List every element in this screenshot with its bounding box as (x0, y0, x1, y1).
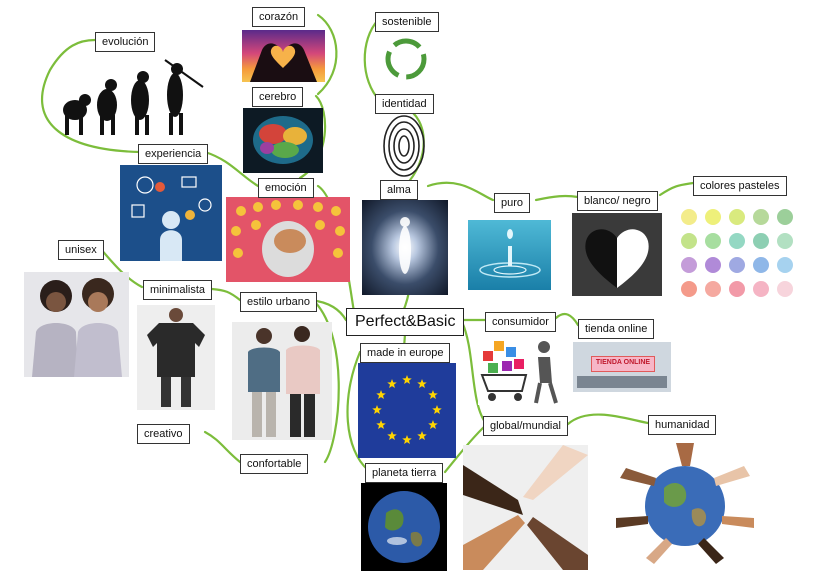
eu-star-icon (428, 420, 438, 430)
node-unisex[interactable]: unisex (58, 240, 104, 260)
link-estilo-confortable (313, 300, 340, 464)
online-store-banner: TIENDA ONLINE (591, 356, 655, 372)
eu-star-icon (387, 430, 397, 441)
node-global-mundial[interactable]: global/mundial (483, 416, 568, 436)
node-planeta-tierra[interactable]: planeta tierra (365, 463, 444, 483)
heart-hands-image (242, 30, 325, 82)
link-confortable-creativo (203, 430, 242, 464)
node-puro[interactable]: puro (494, 193, 531, 213)
fingerprint-image (382, 113, 427, 180)
unisex-models-image (24, 272, 129, 377)
eu-star-icon (428, 390, 438, 400)
link-global-humanidad (566, 413, 650, 426)
node-consumidor[interactable]: consumidor (485, 312, 556, 332)
eu-star-icon (372, 405, 382, 415)
node-experiencia[interactable]: experiencia (138, 144, 209, 164)
node-estilo-urbano[interactable]: estilo urbano (240, 292, 317, 312)
joined-hands-image (463, 445, 588, 570)
node-tienda-online[interactable]: tienda online (578, 319, 655, 339)
experience-icons-image (120, 165, 222, 261)
water-drop-image (468, 220, 551, 290)
humanity-earth-image (606, 438, 764, 573)
pastel-swatches-image (677, 205, 799, 303)
node-confortable[interactable]: confortable (240, 454, 309, 474)
eu-star-icon (417, 430, 427, 441)
brain-image (243, 108, 323, 173)
eu-star-icon (376, 390, 386, 400)
link-consumidor-tienda (554, 312, 580, 327)
link-estilo-minimalista (210, 287, 242, 302)
link-alma-puro (426, 181, 495, 202)
online-store-image: TIENDA ONLINE (573, 342, 671, 392)
minimal-tshirt-image (137, 305, 215, 410)
node-alma[interactable]: alma (380, 180, 418, 200)
node-blanco-negro[interactable]: blanco/ negro (577, 191, 658, 211)
link-emocion-experiencia (203, 150, 260, 188)
link-made-planeta (346, 350, 370, 472)
consumer-cart-image (478, 337, 568, 405)
recycle-image (377, 33, 435, 85)
node-sostenible[interactable]: sostenible (375, 12, 439, 32)
online-store-text: TIENDA ONLINE (595, 359, 651, 366)
node-emocion[interactable]: emoción (258, 178, 314, 198)
urban-style-image (232, 322, 332, 440)
eu-star-icon (376, 420, 386, 430)
eu-star-icon (402, 435, 412, 445)
eu-star-icon (402, 375, 412, 385)
light-soul-image (362, 200, 448, 295)
node-humanidad[interactable]: humanidad (648, 415, 717, 435)
black-white-heart-image (572, 213, 662, 296)
eu-star-icon (417, 379, 427, 389)
link-center-global (460, 320, 487, 424)
node-cerebro[interactable]: cerebro (252, 87, 304, 107)
link-cerebro-corazon (316, 13, 338, 96)
node-evolucion[interactable]: evolución (95, 32, 156, 52)
earth-image (361, 483, 447, 571)
eu-star-icon (387, 379, 397, 389)
evolution-image (55, 55, 205, 140)
node-corazon[interactable]: corazón (252, 7, 306, 27)
link-identidad-sostenible (363, 18, 382, 103)
emotion-faces-image (226, 197, 350, 282)
node-colores-pasteles[interactable]: colores pasteles (693, 176, 787, 196)
center-node[interactable]: Perfect&Basic (346, 308, 465, 336)
node-creativo[interactable]: creativo (137, 424, 190, 444)
node-minimalista[interactable]: minimalista (143, 280, 213, 300)
eu-star-icon (432, 405, 442, 415)
node-identidad[interactable]: identidad (375, 94, 434, 114)
node-made-in-europe[interactable]: made in europe (360, 343, 451, 363)
eu-flag-image (358, 363, 456, 458)
link-puro-blanco (534, 194, 580, 202)
link-blanco-colores (658, 181, 695, 197)
link-experiencia-evolucion (40, 38, 142, 154)
